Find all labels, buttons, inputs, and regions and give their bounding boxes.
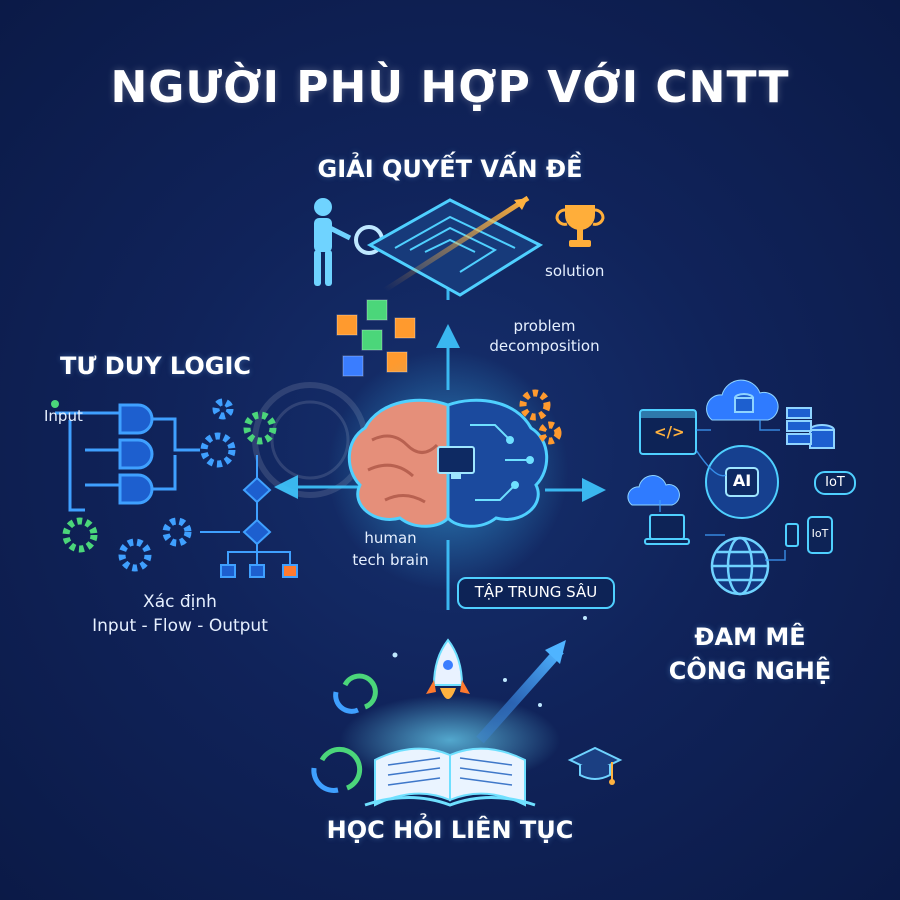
logic-caption: Xác định Input - Flow - Output: [92, 592, 268, 636]
sparkle-icons: [392, 616, 587, 707]
section-title-logic: TƯ DUY LOGIC: [60, 352, 252, 380]
ai-label: AI: [732, 471, 752, 490]
book-icon: [364, 747, 536, 807]
laptop-icon: [644, 514, 690, 545]
section-title-technology: ĐAM MÊ CÔNG NGHỆ: [668, 623, 832, 685]
cycle-arrows-icon: [311, 673, 378, 793]
code-label: </>: [654, 423, 685, 441]
iot-label-badge: IoT: [825, 475, 845, 490]
globe-icon: [710, 536, 770, 596]
phone-icon: [785, 516, 833, 554]
solution-label: solution: [545, 262, 605, 280]
ai-chip-icon: [705, 445, 779, 519]
input-label: Input: [44, 407, 83, 425]
code-window-icon: [639, 409, 697, 455]
flowchart-icon: [200, 455, 298, 578]
connector-lines: [659, 420, 786, 561]
logic-gate-icon: [51, 400, 200, 512]
decomposition-label: problem decomposition: [489, 317, 600, 355]
section-title-problem-solving: GIẢI QUYẾT VẤN ĐỀ: [317, 155, 583, 183]
brain-icon: [347, 398, 549, 528]
graduation-cap-icon: [567, 746, 623, 785]
rocket-icon: [426, 638, 470, 699]
page-title: NGƯỜI PHÙ HỢP VỚI CNTT: [110, 62, 790, 113]
trophy-icon: [555, 205, 605, 247]
focus-badge: TẬP TRUNG SÂU: [474, 583, 598, 601]
brain-label: human tech brain: [352, 529, 429, 569]
person-magnifier-icon: [314, 198, 384, 286]
monitor-icon: [437, 446, 475, 479]
focus-badge-frame: [457, 577, 615, 609]
section-title-learning: HỌC HỎI LIÊN TỤC: [326, 816, 574, 844]
iot-badge-frame: [814, 471, 856, 495]
growth-arrow-icon: [476, 640, 566, 744]
maze-icon: [366, 195, 544, 297]
gear-icon: [62, 398, 277, 572]
cube-cluster-icon: [336, 299, 416, 377]
server-icon: [786, 407, 812, 445]
iot-label-phone: IoT: [811, 527, 829, 540]
gear-icon: [519, 389, 562, 445]
database-icon: [734, 393, 835, 449]
